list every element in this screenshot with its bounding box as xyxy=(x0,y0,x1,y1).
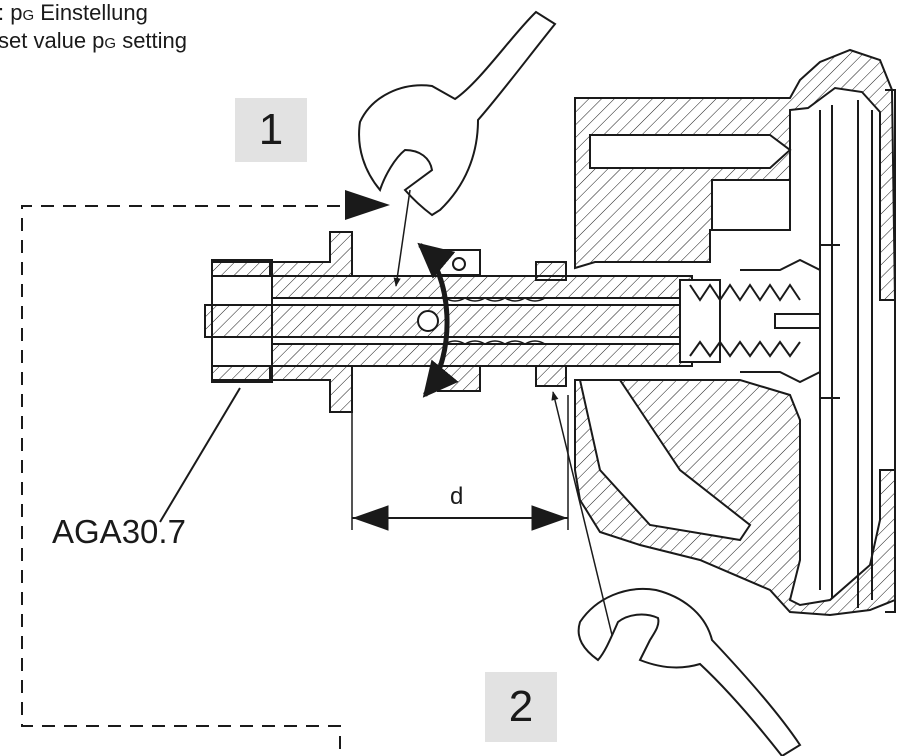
regulator-housing xyxy=(574,48,897,617)
setting-caption-german: : pG Einstellung xyxy=(0,0,148,25)
setting-caption-english: set value pG setting xyxy=(0,28,188,53)
dimension-d xyxy=(351,395,569,531)
valve-spring xyxy=(679,244,840,399)
rotate-arrow-icon xyxy=(417,242,459,398)
model-leader xyxy=(159,387,241,523)
step-2-badge: 2 xyxy=(485,672,557,742)
step1-pointer xyxy=(345,189,411,287)
wrench-upper-icon xyxy=(358,10,557,217)
step2-leader xyxy=(551,391,613,636)
dashed-boundary xyxy=(21,205,341,752)
wrench-lower-icon xyxy=(577,588,802,756)
dimension-label: d xyxy=(450,483,464,510)
step-1-badge: 1 xyxy=(235,98,307,162)
model-label: AGA30.7 xyxy=(52,513,186,550)
